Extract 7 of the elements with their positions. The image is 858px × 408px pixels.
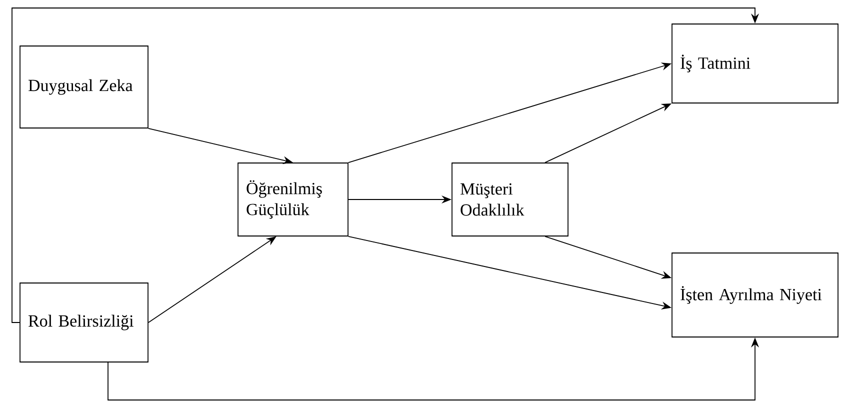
concept-box: İş Tatmini (672, 24, 838, 104)
arrow (12, 8, 760, 323)
concept-box: Duygusal Zeka (20, 46, 148, 128)
concept-box: Müşteri Odaklılık (452, 162, 568, 236)
concept-box: Rol Belirsizliği (20, 282, 148, 362)
concept-box: İşten Ayrılma Niyeti (672, 252, 838, 338)
concept-box: Öğrenilmiş Güçlülük (238, 162, 348, 236)
